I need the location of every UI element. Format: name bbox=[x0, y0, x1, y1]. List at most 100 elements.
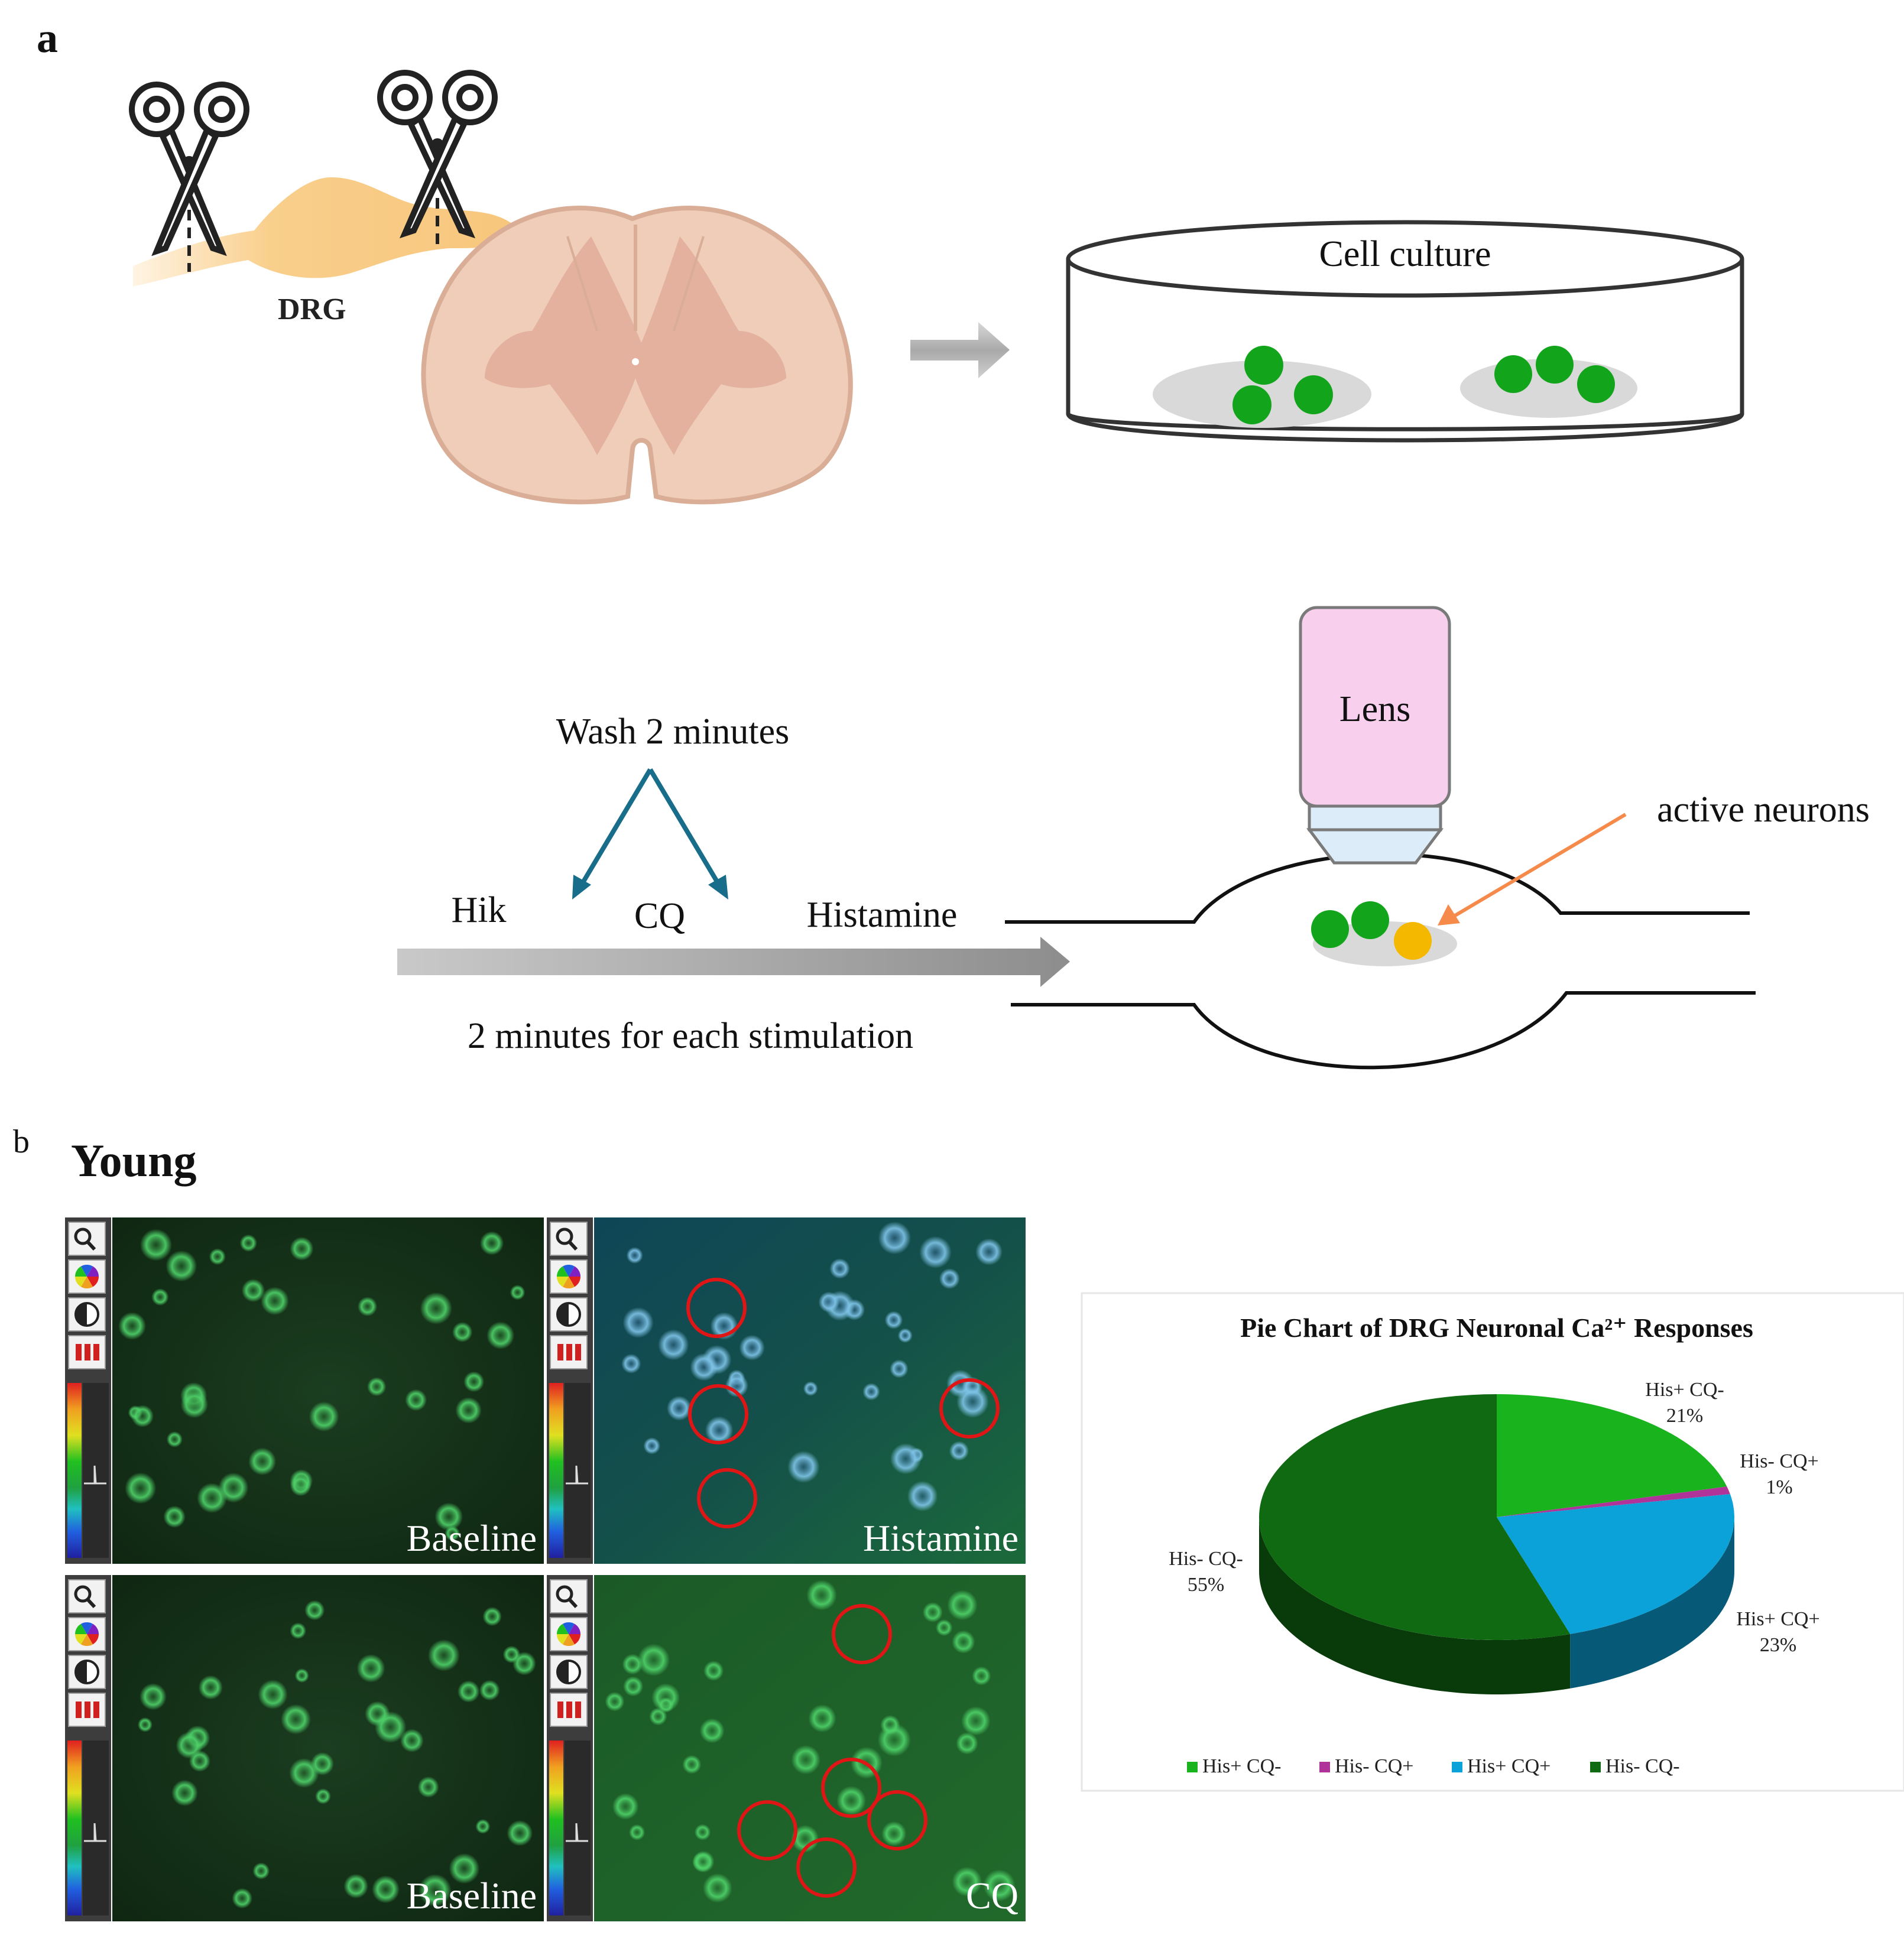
contrast-icon[interactable] bbox=[68, 1655, 106, 1689]
cell-soma bbox=[475, 1819, 491, 1834]
cell-soma bbox=[309, 1401, 339, 1432]
spinal-cord-section bbox=[421, 206, 853, 505]
cell-soma bbox=[166, 1431, 183, 1448]
pie-slice bbox=[1259, 1394, 1571, 1641]
legend-item: His+ CQ- bbox=[1187, 1755, 1281, 1777]
cell-soma bbox=[919, 1236, 952, 1269]
cell-soma bbox=[427, 1639, 460, 1671]
cell-soma bbox=[818, 1291, 840, 1313]
responsive-cell-marker bbox=[737, 1800, 797, 1860]
cell-soma bbox=[808, 1704, 836, 1733]
chart-legend: His+ CQ-His- CQ+His+ CQ+His- CQ- bbox=[1187, 1755, 1680, 1777]
cell-soma bbox=[890, 1443, 922, 1475]
cell-soma bbox=[241, 1278, 265, 1303]
right-arrow-icon bbox=[910, 322, 1010, 378]
cell-soma bbox=[248, 1447, 277, 1476]
cell-soma bbox=[621, 1353, 641, 1374]
cell-soma bbox=[884, 1311, 903, 1329]
cell-soma bbox=[479, 1680, 500, 1701]
cell-soma bbox=[420, 1292, 452, 1324]
cell-soma bbox=[907, 1480, 938, 1512]
cell-soma bbox=[486, 1321, 515, 1350]
legend-item: His- CQ- bbox=[1590, 1755, 1680, 1777]
cell-soma bbox=[209, 1248, 226, 1265]
cell-soma bbox=[880, 1715, 900, 1735]
microscopy-image: Baseline bbox=[65, 1575, 544, 1921]
image-caption: Baseline bbox=[407, 1875, 537, 1917]
stimulus-label: CQ bbox=[634, 896, 685, 936]
responsive-cell-marker bbox=[688, 1384, 748, 1444]
image-caption: Baseline bbox=[407, 1517, 537, 1559]
cell-soma bbox=[739, 1334, 765, 1360]
cell-soma bbox=[294, 1668, 309, 1683]
cell-soma bbox=[890, 1359, 909, 1378]
cell-soma bbox=[878, 1221, 912, 1255]
cell-soma bbox=[629, 1824, 646, 1840]
responsive-cell-marker bbox=[796, 1837, 857, 1898]
microscopy-image: Baseline bbox=[65, 1217, 544, 1564]
panel-b-label: b bbox=[13, 1124, 30, 1160]
cell-soma bbox=[419, 1873, 452, 1907]
cell-soma bbox=[806, 1580, 837, 1610]
pie-chart: His+ CQ-21%His- CQ+1%His+ CQ+23%His- CQ-… bbox=[1169, 1379, 1820, 1694]
lut-colorbar bbox=[549, 1741, 563, 1915]
cell-soma bbox=[343, 1873, 368, 1899]
cell-soma bbox=[151, 1288, 169, 1306]
color-wheel-icon[interactable] bbox=[550, 1617, 588, 1651]
cell-soma bbox=[791, 1824, 819, 1853]
group-title: Young bbox=[71, 1135, 196, 1186]
legend-item: His+ CQ+ bbox=[1452, 1755, 1551, 1777]
channels-icon[interactable] bbox=[68, 1335, 106, 1369]
cell-soma bbox=[507, 1820, 533, 1846]
cell-soma bbox=[457, 1680, 480, 1703]
cell-soma bbox=[452, 1321, 473, 1343]
responsive-cell-marker bbox=[821, 1758, 881, 1818]
cell-soma bbox=[218, 1472, 249, 1503]
color-wheel-icon[interactable] bbox=[550, 1259, 588, 1294]
duration-label: 2 minutes for each stimulation bbox=[468, 1016, 913, 1056]
drg-nerve bbox=[133, 177, 520, 287]
channels-icon[interactable] bbox=[68, 1693, 106, 1727]
cell-soma bbox=[836, 1785, 867, 1816]
cell-soma bbox=[649, 1707, 667, 1726]
pie-slice-side bbox=[1259, 1517, 1571, 1694]
cell-soma bbox=[626, 1247, 643, 1264]
dish-label: Cell culture bbox=[1319, 234, 1491, 274]
legend-swatch bbox=[1452, 1762, 1462, 1772]
lut-colorbar bbox=[67, 1741, 82, 1915]
cell-soma bbox=[791, 1745, 820, 1775]
pie-data-label: His+ CQ+ bbox=[1736, 1608, 1819, 1630]
stimulus-label: Histamine bbox=[807, 895, 958, 935]
channels-icon[interactable] bbox=[550, 1693, 588, 1727]
responsive-cell-marker bbox=[867, 1790, 927, 1850]
cell-soma bbox=[637, 1644, 670, 1677]
contrast-icon[interactable] bbox=[550, 1655, 588, 1689]
pie-data-value: 1% bbox=[1766, 1476, 1792, 1498]
lut-colorbar bbox=[67, 1383, 82, 1558]
zoom-icon[interactable] bbox=[550, 1222, 588, 1256]
cell-soma bbox=[315, 1788, 331, 1804]
cell-soma bbox=[252, 1862, 270, 1880]
contrast-icon[interactable] bbox=[68, 1297, 106, 1332]
cell-soma bbox=[449, 1853, 480, 1884]
zoom-icon[interactable] bbox=[68, 1579, 106, 1613]
cell-soma bbox=[455, 1397, 482, 1424]
cell-soma bbox=[961, 1706, 991, 1736]
scissors-icon bbox=[129, 82, 249, 272]
color-wheel-icon[interactable] bbox=[68, 1617, 106, 1651]
cell-soma bbox=[372, 1875, 400, 1904]
cell-soma bbox=[658, 1329, 689, 1360]
cell-soma bbox=[258, 1680, 288, 1710]
color-wheel-icon[interactable] bbox=[68, 1259, 106, 1294]
cell-soma bbox=[463, 1371, 485, 1392]
zoom-icon[interactable] bbox=[68, 1222, 106, 1256]
pie-slice bbox=[1497, 1394, 1727, 1517]
zoom-icon[interactable] bbox=[550, 1579, 588, 1613]
contrast-icon[interactable] bbox=[550, 1297, 588, 1332]
pie-data-label: His- CQ+ bbox=[1740, 1450, 1818, 1472]
cell-soma bbox=[417, 1776, 439, 1798]
legend-swatch bbox=[1319, 1762, 1330, 1772]
channels-icon[interactable] bbox=[550, 1335, 588, 1369]
